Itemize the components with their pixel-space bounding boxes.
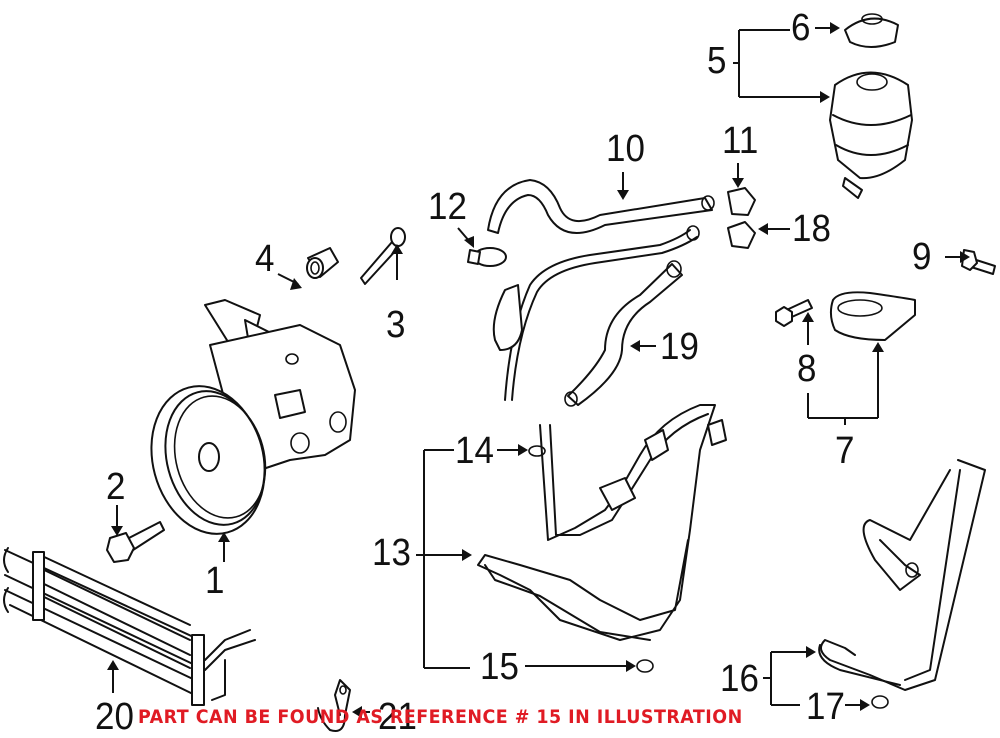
callout-20: 20	[95, 696, 134, 738]
oring-17-drawing	[871, 695, 889, 709]
callout-11: 11	[722, 120, 759, 162]
bushing-4-drawing	[306, 247, 339, 279]
callout-16: 16	[720, 658, 759, 700]
callout-18: 18	[792, 208, 831, 250]
bolt-2-drawing	[106, 521, 165, 563]
callout-1: 1	[205, 560, 225, 602]
callout-19: 19	[660, 326, 699, 368]
callout-12: 12	[428, 186, 467, 228]
callout-3: 3	[386, 304, 406, 346]
callout-14: 14	[455, 430, 494, 472]
callout-10: 10	[606, 128, 645, 170]
callout-2: 2	[106, 466, 126, 508]
callout-4: 4	[255, 238, 275, 280]
callout-17: 17	[806, 686, 845, 728]
bracket-7-drawing	[775, 249, 996, 341]
leader-lines	[107, 22, 970, 718]
callout-21: 21	[378, 696, 417, 738]
clamps-drawing	[727, 187, 756, 249]
callout-8: 8	[797, 348, 817, 390]
line-16-drawing	[818, 459, 986, 691]
callout-7: 7	[835, 430, 855, 472]
clamp-12-drawing	[467, 247, 507, 267]
hose-assembly-13-drawing	[477, 404, 727, 641]
callout-15: 15	[480, 646, 519, 688]
oring-15-drawing	[636, 659, 654, 673]
reference-notice: PART CAN BE FOUND AS REFERENCE # 15 IN I…	[138, 706, 743, 728]
bolt-3-drawing	[360, 227, 406, 285]
oring-14-drawing	[528, 445, 546, 457]
hose-19-drawing	[564, 260, 683, 407]
reservoir-drawing	[829, 13, 913, 199]
callout-13: 13	[372, 532, 411, 574]
callout-9: 9	[912, 236, 932, 278]
callout-5: 5	[707, 40, 727, 82]
pressure-pipe-drawing	[492, 225, 700, 401]
hose-10-drawing	[487, 179, 715, 234]
bracket-21-drawing	[317, 679, 351, 732]
callout-6: 6	[791, 7, 811, 49]
pump-drawing	[150, 299, 356, 535]
cooler-20-drawing	[3, 547, 256, 706]
